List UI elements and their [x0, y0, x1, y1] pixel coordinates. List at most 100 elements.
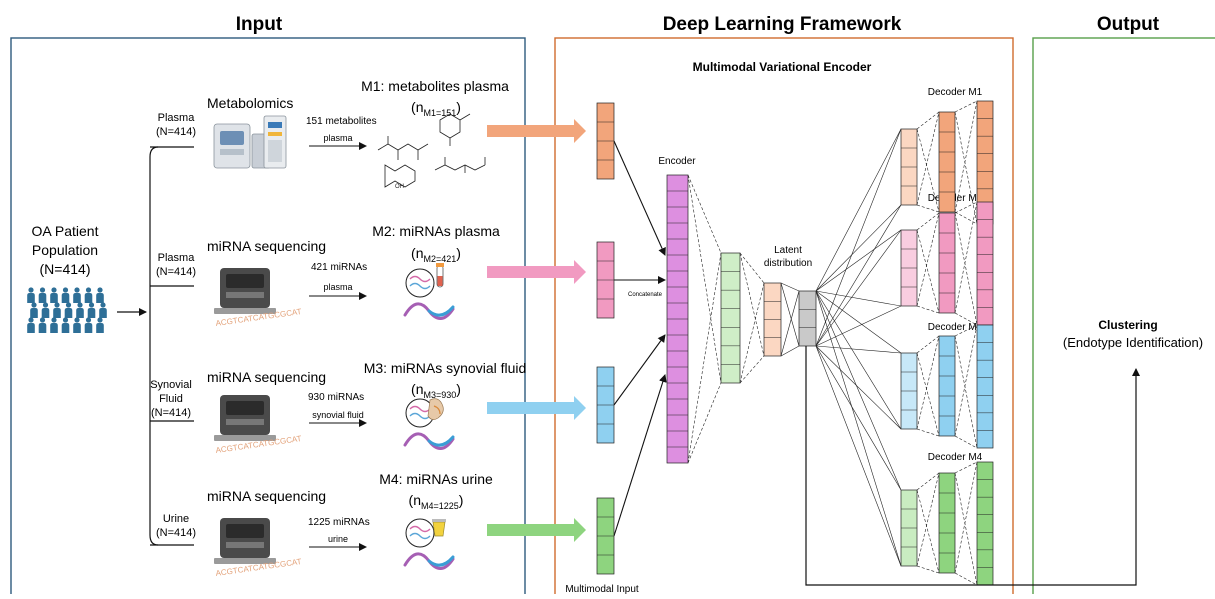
modality-count-m3: (nM3=930)	[411, 381, 461, 400]
latent-to-decoder-m1	[815, 204, 902, 292]
concatenate-label: Concatenate	[628, 292, 663, 298]
sample-label-m4-line-1: Urine	[163, 513, 189, 525]
person-icon	[84, 287, 93, 303]
person-icon	[99, 302, 107, 318]
sample-label-m3-line-1: Synovial	[150, 379, 192, 391]
encoder-connection	[739, 252, 765, 357]
encoder-label: Encoder	[658, 156, 696, 167]
mirna-knee-joint-icon	[403, 398, 455, 450]
population-line-3: (N=414)	[40, 261, 91, 277]
network-layers	[596, 100, 994, 586]
encoder-connection	[687, 174, 722, 384]
count-label-m2: 421 miRNAs	[311, 262, 367, 273]
decoder-connection-m1	[916, 204, 940, 213]
decoder-m1-layer-1	[900, 128, 918, 206]
decoder-connection-m2	[954, 312, 978, 326]
decoder-connection-m2	[916, 229, 940, 314]
latent-layer	[798, 290, 817, 347]
decoder-connection-m4	[954, 461, 978, 574]
input-frame	[10, 37, 526, 599]
encoder-layer	[666, 174, 689, 464]
person-icon	[50, 317, 58, 333]
decoder-connection-m1	[954, 100, 978, 213]
decoder-connection-m2	[916, 305, 940, 314]
latent-connection	[780, 282, 800, 292]
person-icon	[73, 287, 81, 303]
population-line-2: Population	[32, 242, 98, 258]
person-icon	[96, 287, 104, 303]
latent-label-line-1: Latent	[774, 245, 802, 256]
method-label-m4: miRNA sequencing	[207, 488, 326, 504]
latent-connection	[780, 290, 800, 357]
latent-to-decoder-m1	[815, 128, 902, 292]
modality-count-m2-close: )	[456, 245, 461, 261]
person-icon	[76, 302, 84, 318]
decoder-m4-layer-3	[976, 461, 994, 586]
modality-count-m2-base: (n	[411, 245, 423, 261]
mirna-urine-cup-icon	[403, 518, 455, 570]
network-connections	[613, 100, 978, 586]
input-to-encoder-m3	[613, 334, 666, 406]
decoder-m3-layer-1	[900, 352, 918, 430]
decoder-connection-m1	[954, 100, 978, 113]
modality-count-m4: (nM4=1225)	[409, 492, 464, 511]
modality-title-m4: M4: miRNAs urine	[379, 471, 493, 487]
latent-to-decoder-m2	[815, 305, 902, 347]
person-icon	[87, 302, 96, 318]
output-title: Clustering	[1098, 318, 1157, 332]
person-icon	[38, 287, 47, 303]
decoder-connection-m3	[916, 335, 940, 430]
source-label-m4: urine	[328, 534, 348, 544]
source-label-m3: synovial fluid	[312, 410, 364, 420]
chemical-structure-icon	[377, 113, 486, 188]
input-block-m3	[596, 366, 615, 444]
sample-label-m2-line-2: (N=414)	[156, 266, 196, 278]
input-block-m4	[596, 497, 615, 575]
person-icon	[96, 317, 104, 333]
encoder-connection	[739, 355, 765, 384]
decoder-connection-m1	[954, 111, 978, 225]
modality-count-m4-base: (n	[409, 492, 421, 508]
person-icon	[38, 317, 47, 333]
modality-count-m2: (nM2=421)	[411, 245, 461, 264]
decoder-m2-layer-3	[976, 201, 994, 326]
output-connector	[805, 346, 1140, 586]
decoder-connection-m3	[954, 324, 978, 337]
decoder-connection-m4	[954, 572, 978, 586]
decoder-m3-layer-3	[976, 324, 994, 449]
decoder-label-m4: Decoder M4	[928, 452, 983, 463]
person-icon	[73, 317, 81, 333]
decoder-connection-m1	[916, 111, 940, 206]
decoder-connection-m4	[954, 472, 978, 586]
modality-title-m1: M1: metabolites plasma	[361, 78, 509, 94]
decoder-connection-m3	[954, 335, 978, 449]
latent-connection	[780, 345, 800, 357]
latent-to-decoder-m1	[815, 128, 902, 347]
person-icon	[84, 317, 93, 333]
modality-count-m3-base: (n	[411, 381, 423, 397]
person-icon	[50, 287, 58, 303]
sample-label-m3-line-2: Fluid	[159, 393, 183, 405]
branch-bracket	[149, 146, 159, 546]
sequencer-icon: ACGTCATCATGCGCAT	[214, 518, 302, 578]
decoder-connection-m2	[954, 201, 978, 214]
decoder-connection-m4	[916, 472, 940, 567]
mirna-blood-tube-icon	[403, 263, 455, 320]
decoder-connection-m3	[916, 352, 940, 437]
person-icon	[27, 287, 35, 303]
modality-count-m4-sub: M4=1225	[421, 501, 459, 511]
framework-frame	[554, 37, 1014, 599]
latent-to-decoder-m3	[815, 345, 902, 430]
output-frame	[1032, 37, 1215, 599]
latent-to-decoder-m4	[815, 345, 902, 567]
decoder-connection-m3	[916, 428, 940, 437]
latent-to-decoder-m2	[815, 290, 902, 307]
decoder-m2-layer-2	[938, 212, 956, 314]
encoder-connection	[687, 174, 722, 254]
decoder-connection-m4	[916, 489, 940, 574]
sequencer-icon: ACGTCATCATGCGCAT	[214, 395, 302, 455]
encoder-connection	[687, 382, 722, 464]
decoder-connection-m2	[954, 212, 978, 326]
latent-to-decoder-m3	[815, 290, 902, 430]
